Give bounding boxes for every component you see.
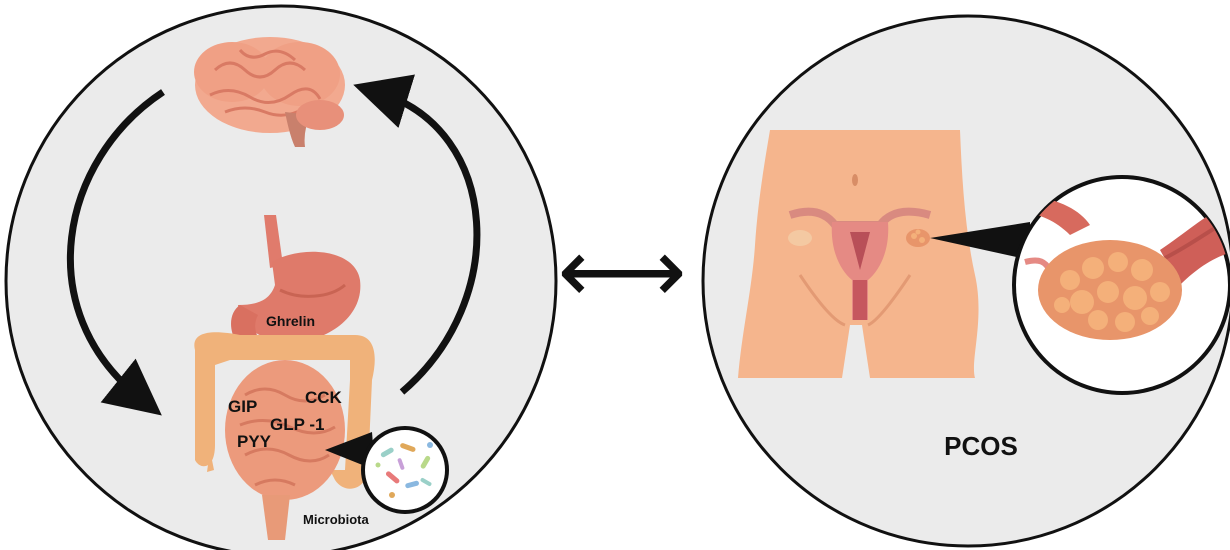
glp1-label: GLP -1: [270, 415, 324, 434]
pcos-label: PCOS: [944, 431, 1018, 461]
pyy-label: PYY: [237, 432, 272, 451]
double-arrow-icon: ⟷: [557, 219, 686, 324]
gip-label: GIP: [228, 397, 257, 416]
pcos-panel: PCOS: [703, 16, 1230, 546]
ghrelin-label: Ghrelin: [266, 313, 315, 329]
microbiota-label: Microbiota: [303, 512, 369, 527]
cck-label: CCK: [305, 388, 343, 407]
polycystic-ovary-icon: [1014, 177, 1230, 393]
gut-brain-panel: Ghrelin GIP CCK GLP -1 PYY Microbiota: [6, 6, 556, 550]
